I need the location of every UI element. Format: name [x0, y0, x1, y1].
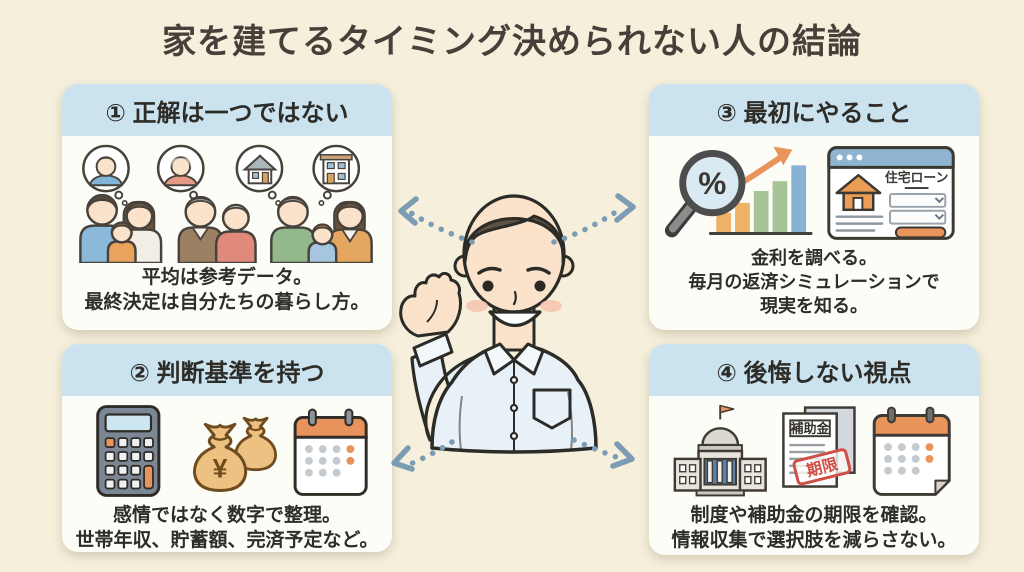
- man-cuff: [412, 332, 454, 368]
- bar-chart-rising-arrow-icon: [708, 146, 813, 235]
- elderly-couple: [177, 195, 257, 263]
- man-blush: [540, 300, 562, 312]
- thought-bubble-two-story-house: [312, 144, 361, 206]
- panel-no-single-answer: ① 正解は一つではない: [62, 84, 392, 330]
- interest-research-icons: % 住宅ローン: [664, 146, 955, 240]
- panel-2-caption: 感情ではなく数字で整理。 世帯年収、貯蓄額、完済予定など。: [75, 505, 379, 552]
- man-blush: [466, 300, 488, 312]
- families-thought-bubbles-icon: [79, 144, 373, 263]
- man-button: [509, 431, 519, 441]
- subsidy-deadline-icons: 補助金 期限: [673, 404, 951, 497]
- three-generation-family: [270, 195, 373, 263]
- panel-4-header: ④ 後悔しない視点: [649, 344, 979, 396]
- money-planning-icons: ¥: [96, 405, 368, 497]
- man-eyebrow: [477, 266, 502, 275]
- government-building-icon: [673, 404, 767, 497]
- man-button: [509, 403, 519, 413]
- money-bags-icon: ¥: [192, 416, 278, 492]
- panel-4-body: 補助金 期限: [649, 396, 979, 561]
- man-eye: [534, 280, 546, 292]
- thought-bubble-house: [235, 144, 284, 206]
- subsidy-document-deadline-stamp-icon: 補助金 期限: [782, 406, 856, 488]
- percent-label: %: [698, 165, 726, 201]
- thought-bubble-young-man: [82, 144, 130, 206]
- yen-symbol-label: ¥: [213, 454, 228, 484]
- panel-1-caption: 平均は参考データ。 最終決定は自分たちの暮らし方。: [84, 267, 370, 314]
- panel-3-body: % 住宅ローン: [649, 136, 979, 326]
- panel-2-body: ¥ 感情ではなく数字で整理。 世帯年収、貯蓄額、完済予: [62, 396, 392, 561]
- panel-1-body: 平均は参考データ。 最終決定は自分たちの暮らし方。: [62, 136, 392, 323]
- panel-1-header: ① 正解は一つではない: [62, 84, 392, 136]
- thought-bubble-elderly-woman: [156, 144, 205, 206]
- subsidy-label: 補助金: [790, 421, 830, 436]
- man-collar-right: [512, 342, 545, 376]
- man-hand: [399, 271, 463, 338]
- man-eyebrow: [526, 266, 551, 275]
- housing-loan-label: 住宅ローン: [885, 170, 949, 185]
- man-button: [509, 375, 519, 385]
- panel-2-header: ② 判断基準を持つ: [62, 344, 392, 396]
- man-face: [462, 194, 566, 314]
- panel-no-regret-viewpoint: ④ 後悔しない視点: [649, 344, 979, 555]
- panel-3-caption: 金利を調べる。 毎月の返済シミュレーションで 現実を知る。: [688, 248, 940, 316]
- panel-first-things-to-do: ③ 最初にやること %: [649, 84, 979, 330]
- man-collar-left: [483, 342, 516, 376]
- deadline-calendar-icon: [872, 406, 951, 496]
- man-shirt-seam-left: [458, 395, 463, 451]
- man-mouth: [488, 310, 542, 327]
- man-pocket: [532, 388, 572, 430]
- man-eye: [482, 280, 494, 292]
- panel-3-header: ③ 最初にやること: [649, 84, 979, 136]
- page-title: 家を建てるタイミング決められない人の結論: [162, 23, 862, 61]
- panel-judgment-criteria: ② 判断基準を持つ: [62, 344, 392, 552]
- man-illustration: [399, 194, 598, 454]
- man-thumb-line: [426, 299, 438, 323]
- magnifier-percent-icon: %: [664, 150, 746, 238]
- calculator-icon: [96, 405, 161, 497]
- housing-loan-browser-icon: 住宅ローン: [827, 146, 955, 240]
- panel-4-caption: 制度や補助金の期限を確認。 情報収集で選択肢を減らさない。: [671, 505, 957, 552]
- young-family: [79, 193, 163, 263]
- man-nose: [512, 290, 517, 306]
- calendar-icon: [293, 408, 368, 496]
